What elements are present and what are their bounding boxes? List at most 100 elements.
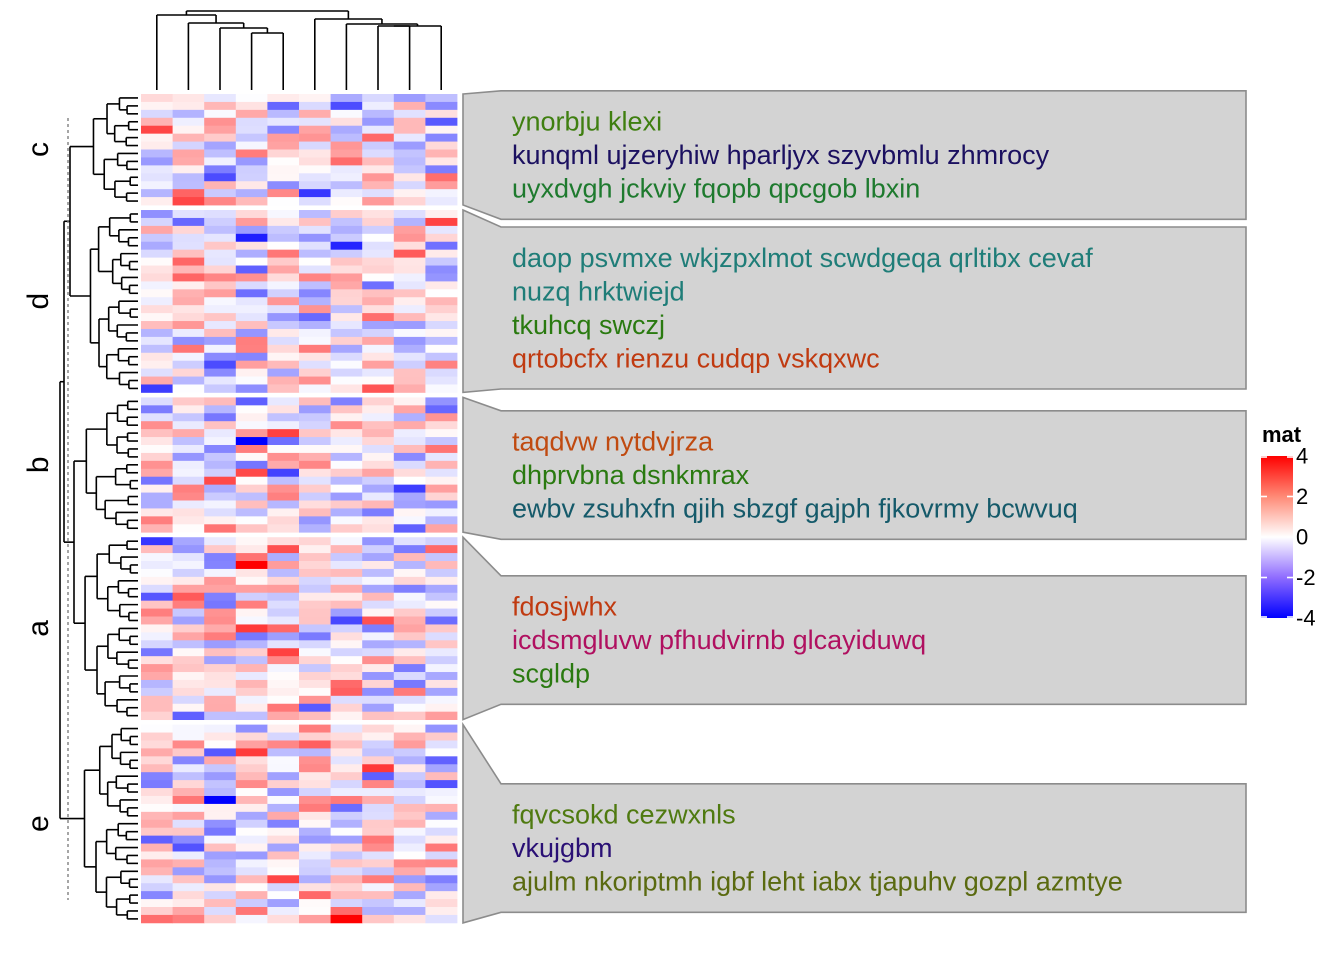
heatmap-cell [393,173,426,182]
heatmap-cell [425,576,458,586]
heatmap-cell [235,648,268,657]
heatmap-cell [172,545,205,554]
heatmap-cell [204,679,237,689]
heatmap-cell [425,217,458,227]
heatmap-cell [299,883,331,892]
heatmap-cell [204,703,237,713]
heatmap-cell [141,368,173,377]
heatmap-cell [235,732,268,741]
heatmap-cell [267,181,300,190]
heatmap-cell [330,811,363,821]
heatmap-cell [299,149,331,158]
heatmap-cell [141,289,173,298]
heatmap-cell [362,460,395,470]
heatmap-cell [299,803,331,813]
heatmap-cell [393,397,426,406]
heatmap-cell [299,764,331,773]
heatmap-cell [267,624,300,633]
heatmap-cell [172,500,205,509]
heatmap-cell [204,109,237,119]
heatmap-cell [425,233,458,243]
heatmap-cell [172,867,205,876]
heatmap-cell [141,600,173,609]
heatmap-cell [393,344,426,354]
heatmap-cell [235,468,268,478]
heatmap-cell [425,875,458,884]
heatmap-cell [141,413,173,422]
heatmap-cell [172,157,205,166]
heatmap-cell [267,217,300,227]
heatmap-cell [299,568,331,578]
heatmap-cell [330,181,363,190]
heatmap-cell [299,265,331,274]
heatmap-cell [393,914,426,924]
heatmap-cell [235,444,268,454]
heatmap-cell [330,835,363,844]
heatmap-body [141,94,458,924]
heatmap-cell [362,265,395,274]
heatmap-cell [393,835,426,844]
heatmap-cell [267,165,300,174]
heatmap-cell [299,545,331,554]
heatmap-cell [172,899,205,908]
heatmap-cell [330,210,363,219]
heatmap-cell [393,313,426,322]
heatmap-cell [235,360,268,370]
heatmap-cell [172,891,205,900]
heatmap-cell [362,827,395,837]
heatmap-cell [267,656,300,665]
heatmap-cell [299,413,331,422]
heatmap-cell [362,724,395,733]
heatmap-cell [425,508,458,517]
heatmap-cell [235,883,268,892]
heatmap-cell [330,576,363,586]
heatmap-cell [267,672,300,681]
heatmap-cell [141,352,173,362]
heatmap-cell [141,640,173,649]
heatmap-cell [393,484,426,493]
heatmap-cell [267,795,300,805]
heatmap-cell [425,516,458,525]
heatmap-cell [141,537,173,546]
heatmap-cell [299,181,331,190]
heatmap-cell [362,561,395,570]
heatmap-cell [393,492,426,501]
heatmap-cell [425,376,458,385]
heatmap-cell [141,117,173,127]
heatmap-cell [235,656,268,665]
heatmap-split-c [141,94,458,206]
heatmap-cell [172,437,205,446]
heatmap-cell [141,827,173,837]
heatmap-cell [425,648,458,657]
heatmap-cell [425,500,458,509]
heatmap-cell [267,875,300,884]
heatmap-cell [141,249,173,258]
heatmap-cell [141,149,173,158]
heatmap-cell [267,600,300,609]
heatmap-cell [299,210,331,219]
heatmap-cell [204,624,237,633]
heatmap-cell [393,405,426,414]
heatmap-cell [362,648,395,657]
heatmap-cell [267,819,300,829]
heatmap-cell [393,803,426,813]
heatmap-cell [204,756,237,765]
heatmap-cell [299,819,331,829]
heatmap-cell [393,117,426,127]
heatmap-cell [362,883,395,892]
heatmap-cell [330,233,363,243]
heatmap-cell [425,249,458,258]
heatmap-cell [204,648,237,657]
heatmap-cell [267,173,300,182]
heatmap-cell [141,157,173,166]
heatmap-cell [172,265,205,274]
heatmap-cell [299,321,331,330]
heatmap-cell [235,352,268,362]
heatmap-cell [425,772,458,781]
heatmap-cell [299,197,331,206]
heatmap-cell [299,524,331,533]
heatmap-cell [235,788,268,797]
heatmap-cell [393,616,426,625]
heatmap-cell [393,568,426,578]
heatmap-cell [330,843,363,852]
